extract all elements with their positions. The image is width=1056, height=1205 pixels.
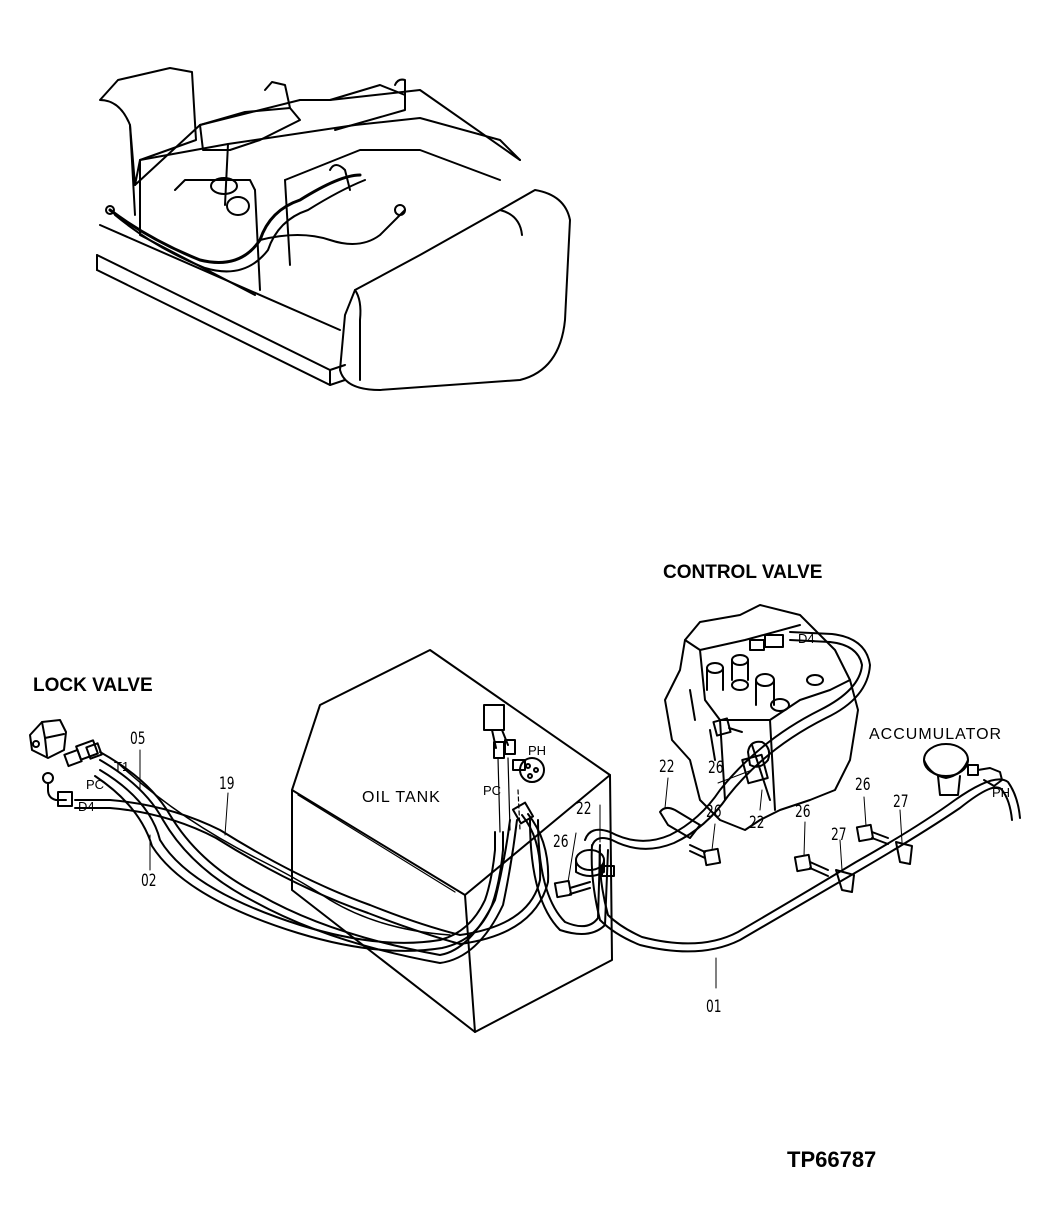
part-callout-22-tank: 22 (576, 799, 592, 819)
machine-overview-illustration (96, 67, 571, 391)
accumulator-body (923, 743, 1003, 796)
oil-tank-label: OIL TANK (362, 789, 441, 806)
clamps-and-bolts (553, 753, 913, 899)
part-callout-19: 19 (219, 774, 235, 794)
part-callout-02: 02 (141, 871, 157, 891)
part-callout-27-left: 27 (831, 825, 847, 845)
accumulator-label: ACCUMULATOR (869, 726, 1003, 743)
port-label-t1: T1 (114, 759, 130, 774)
part-callout-26-mid: 26 (795, 802, 811, 822)
lock-valve-title: LOCK VALVE (33, 675, 153, 696)
part-callout-05: 05 (130, 729, 146, 749)
port-label-d4-valve: D4 (798, 631, 815, 646)
lock-valve-body (29, 719, 103, 807)
part-callout-26-right: 26 (855, 775, 871, 795)
control-valve-title: CONTROL VALVE (663, 562, 823, 583)
part-callout-22-left: 22 (659, 757, 675, 777)
tank-fittings (483, 704, 545, 833)
part-callout-27-right: 27 (893, 792, 909, 812)
port-label-pc-lock: PC (86, 777, 105, 792)
port-label-pc-tank: PC (483, 783, 502, 798)
part-callout-26-valve: 26 (708, 758, 724, 778)
part-callout-26-tank: 26 (553, 832, 569, 852)
port-label-ph-tank: PH (528, 743, 547, 758)
oil-tank-body (291, 649, 613, 1033)
control-valve-body (664, 604, 859, 831)
part-callout-22-right: 22 (749, 813, 765, 833)
port-label-d4-lock: D4 (78, 799, 95, 814)
leader-lines (139, 749, 903, 989)
part-callout-26-lower: 26 (706, 802, 722, 822)
part-callout-01: 01 (706, 997, 722, 1017)
hose-lines (74, 631, 1021, 964)
drawing-reference-number: TP66787 (787, 1147, 877, 1172)
port-label-ph-accumulator: PH (992, 785, 1011, 800)
